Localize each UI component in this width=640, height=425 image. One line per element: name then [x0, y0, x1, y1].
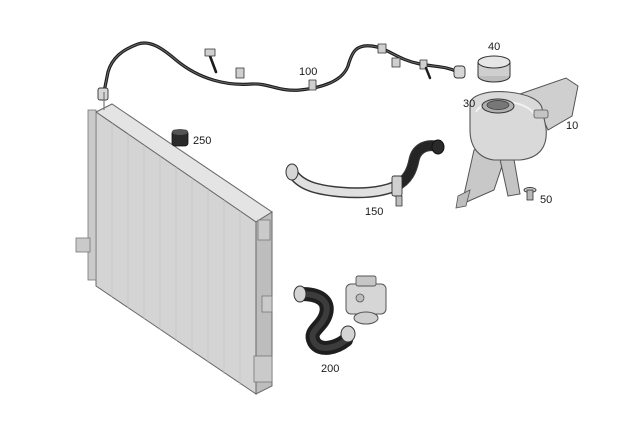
callout-150: 150	[365, 206, 383, 218]
radiator	[75, 92, 273, 395]
callout-100: 100	[299, 66, 317, 78]
callout-250: 250	[193, 135, 211, 147]
coolant-pump	[345, 275, 387, 325]
callout-30: 30	[463, 98, 475, 110]
part-50-screw	[523, 187, 537, 201]
part-200-lower-hose	[293, 285, 356, 355]
callout-50: 50	[540, 194, 552, 206]
part-10-expansion-tank	[455, 77, 579, 209]
part-150-coolant-hose	[285, 139, 445, 207]
callout-10: 10	[566, 120, 578, 132]
part-250-bushing	[171, 129, 189, 147]
callout-40: 40	[488, 41, 500, 53]
callout-200: 200	[321, 363, 339, 375]
part-40-cap	[477, 55, 511, 83]
part-100-vent-line	[97, 41, 466, 101]
